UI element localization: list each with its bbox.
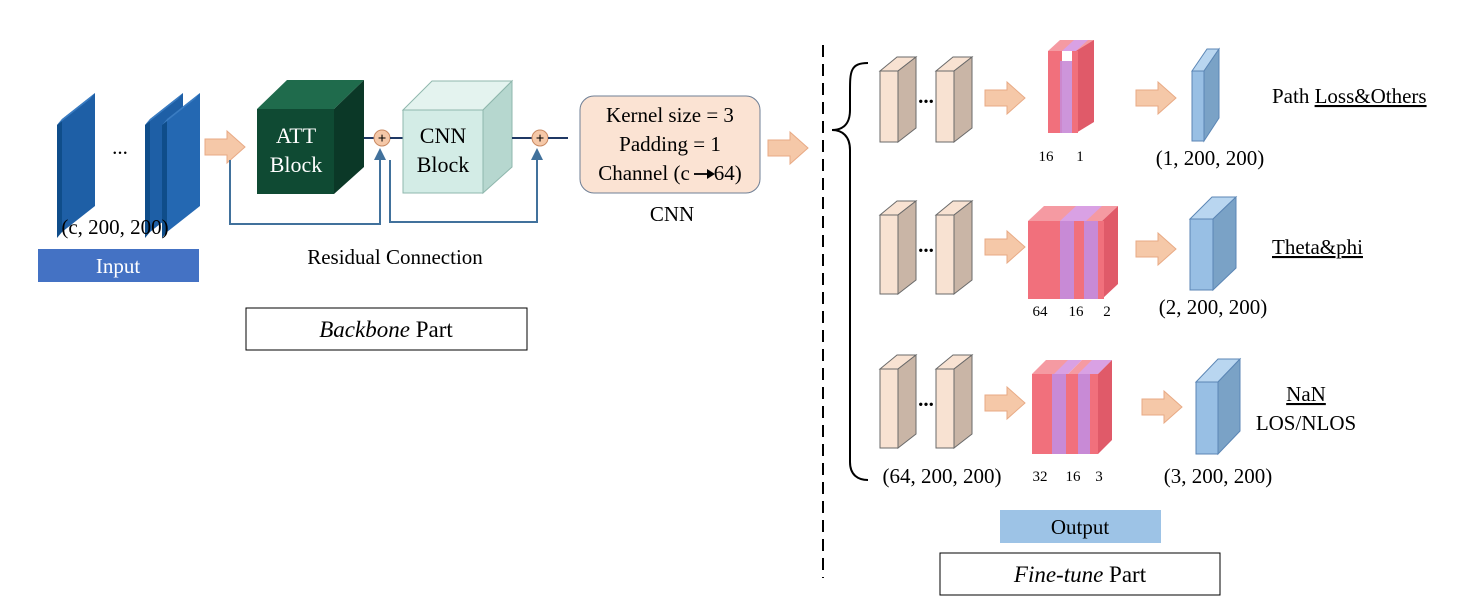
head-3-channel-16: 16 <box>1066 469 1082 485</box>
input-label-box <box>38 249 199 282</box>
backbone-part-box <box>245 307 528 351</box>
output-label: Output <box>1051 515 1110 539</box>
head-1-task-label: Path Loss&Others <box>1272 84 1427 108</box>
head-1-channel-16: 16 <box>1039 149 1055 165</box>
cnn-param-kernel: Kernel size = 3 <box>606 103 734 127</box>
output-label-box <box>1000 510 1161 543</box>
finetune-part-box <box>939 552 1221 596</box>
head-1: ... 16 1 (1, 200, 200) Path Loss&Others <box>878 40 1427 170</box>
arrow-input-to-att <box>204 130 246 164</box>
cnn-param-padding: Padding = 1 <box>619 132 721 156</box>
head-2-ellipsis: ... <box>918 233 934 257</box>
finetune-part-label: Fine-tune Part <box>1013 562 1147 587</box>
backbone-part-label: Backbone Part <box>319 317 453 342</box>
head-1-conv-layers <box>1048 40 1094 133</box>
head-2-channel-16: 16 <box>1069 304 1085 320</box>
residual-connection-label: Residual Connection <box>307 245 483 269</box>
cnn-block-label-1: CNN <box>420 123 467 148</box>
add-node-1-symbol: + <box>378 131 387 147</box>
cnn-block <box>401 79 514 195</box>
att-block-label-2: Block <box>270 152 323 177</box>
head-2-output-dims: (2, 200, 200) <box>1159 295 1268 319</box>
head-3-task-label-los: LOS/NLOS <box>1256 411 1356 435</box>
head-1-output-map <box>1191 47 1220 143</box>
head-3-output-dims: (3, 200, 200) <box>1164 464 1273 488</box>
arrow-cnn-to-heads <box>767 131 809 165</box>
head-2-channel-2: 2 <box>1103 304 1111 320</box>
input-label: Input <box>96 254 140 278</box>
head-3-features <box>878 353 974 450</box>
heads-brace <box>831 62 869 481</box>
head-2-channel-64: 64 <box>1033 304 1049 320</box>
head-3-channel-32: 32 <box>1033 469 1048 485</box>
head-2-arrow-2 <box>1135 232 1177 266</box>
att-block <box>257 80 364 194</box>
input-stack <box>57 93 200 238</box>
head-1-channel-1: 1 <box>1076 149 1084 165</box>
head-2-task-label: Theta&phi <box>1272 235 1363 259</box>
head-2: ... 64 16 2 (2, 200, 200) Theta&phi <box>878 195 1363 320</box>
head-3-output-map <box>1194 357 1242 456</box>
head-1-output-dims: (1, 200, 200) <box>1156 146 1265 170</box>
head-3: ... 32 16 3 (3, 200, 200) NaN LOS/NLOS <box>878 353 1356 488</box>
input-slab-front <box>57 119 62 238</box>
cnn-caption: CNN <box>650 202 694 226</box>
head-1-arrow-2 <box>1135 81 1177 115</box>
head-3-arrow-1 <box>984 386 1026 420</box>
add-node-2-symbol: + <box>536 131 545 147</box>
att-block-label-1: ATT <box>276 123 317 148</box>
head-1-features <box>878 55 974 144</box>
head-3-arrow-2 <box>1141 390 1183 424</box>
cnn-block-label-2: Block <box>417 152 470 177</box>
head-2-output-map <box>1188 195 1238 292</box>
head-3-channel-3: 3 <box>1095 469 1103 485</box>
head-2-features <box>878 199 974 296</box>
input-dims: (c, 200, 200) <box>61 215 168 239</box>
head-3-conv-layers <box>1032 360 1112 454</box>
head-1-ellipsis: ... <box>918 84 934 108</box>
head-1-arrow-1 <box>984 81 1026 115</box>
head-2-conv-layers <box>1028 206 1118 299</box>
input-ellipsis: ... <box>112 135 128 159</box>
head-2-arrow-1 <box>984 230 1026 264</box>
head-3-ellipsis: ... <box>918 387 934 411</box>
head-3-task-label-nan: NaN <box>1286 382 1326 406</box>
feature-dims: (64, 200, 200) <box>883 464 1002 488</box>
residual-connection-lines <box>229 156 538 225</box>
cnn-params-box <box>579 95 761 194</box>
